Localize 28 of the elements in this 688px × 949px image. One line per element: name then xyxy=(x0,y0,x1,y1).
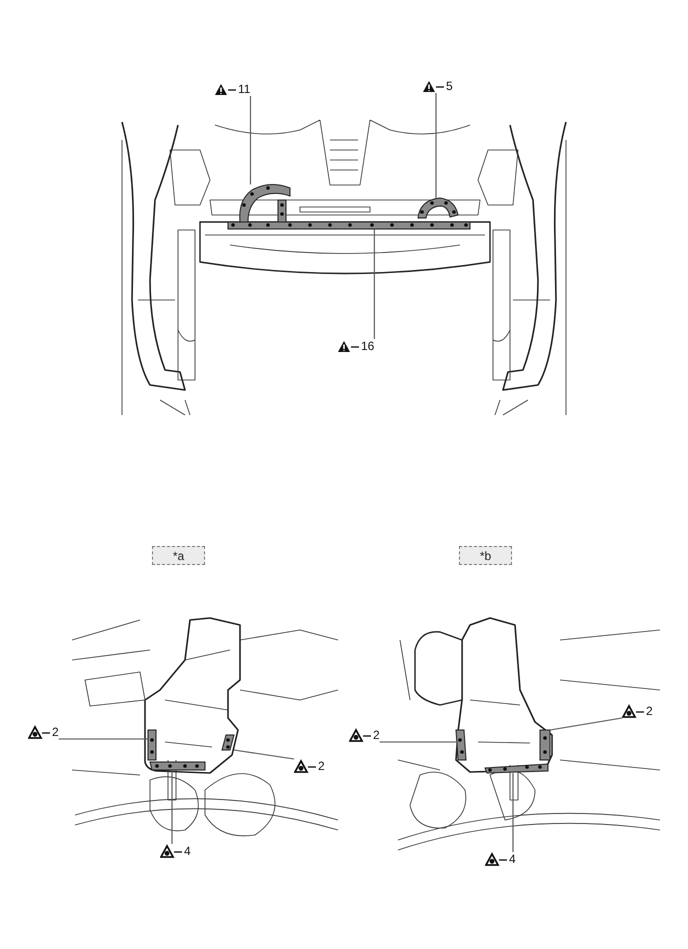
sealant-strip xyxy=(418,198,458,218)
callout-number: 5 xyxy=(446,79,453,93)
callout-number: 2 xyxy=(318,759,325,773)
leader-line xyxy=(380,741,456,743)
callout-number: 2 xyxy=(373,728,380,742)
view-label: *b xyxy=(459,546,512,565)
callout-number: 2 xyxy=(52,725,59,739)
leader-line xyxy=(234,749,294,760)
sealant-strip xyxy=(149,762,206,770)
callout-number: 2 xyxy=(646,704,653,718)
callout-number: 4 xyxy=(509,852,516,866)
sealant-strip xyxy=(228,222,470,230)
callout-number: 4 xyxy=(184,844,191,858)
sealant-strip xyxy=(148,730,156,760)
leader-line xyxy=(171,770,173,844)
callout-number: 11 xyxy=(238,82,250,96)
callout-number: 16 xyxy=(361,339,374,353)
leader-line xyxy=(250,96,252,184)
leader-line xyxy=(512,773,514,852)
sealant-strip xyxy=(221,734,235,750)
sealant-strip xyxy=(540,730,550,760)
leader-line xyxy=(435,93,437,198)
sealant-strip xyxy=(239,184,290,222)
leader-line xyxy=(374,229,375,339)
sealant-strip xyxy=(484,763,548,774)
view-label: *a xyxy=(152,546,205,565)
leader-line xyxy=(58,738,148,740)
leader-line xyxy=(550,717,622,731)
